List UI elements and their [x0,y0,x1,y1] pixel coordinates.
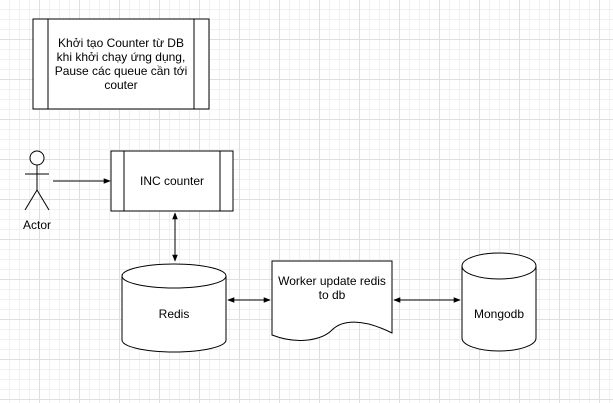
mongodb-text: Mongodb [462,300,536,328]
worker-label: Worker update redis to db [278,274,386,302]
note-box-text: Khởi tạo Counter từ DB khi khởi chạy ứng… [52,24,190,104]
actor-figure-icon[interactable] [24,150,50,211]
redis-database-cylinder[interactable] [121,263,227,353]
mongodb-label: Mongodb [473,307,525,321]
note-box-label: Khởi tạo Counter từ DB khi khởi chạy ứng… [54,36,188,92]
worker-document-shape[interactable] [271,260,393,341]
inc-counter-text: INC counter [126,151,218,211]
inc-counter-process-box[interactable] [110,150,234,212]
mongodb-database-cylinder[interactable] [461,252,537,352]
note-process-box[interactable] [32,18,210,110]
redis-text: Redis [122,300,226,328]
inc-counter-label: INC counter [139,174,205,188]
redis-label: Redis [158,307,190,321]
actor-label: Actor [22,218,51,232]
